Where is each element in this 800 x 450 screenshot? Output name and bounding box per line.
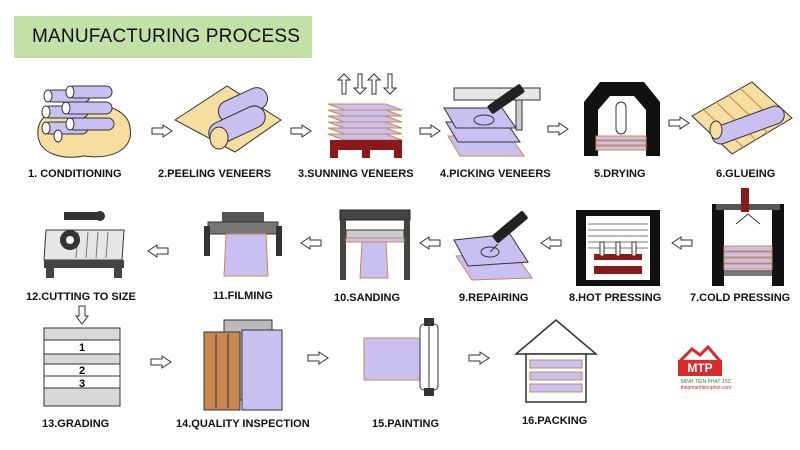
arrow-down-icon — [75, 305, 89, 325]
arrow-left-icon — [147, 244, 169, 258]
step-repairing-illustration — [453, 210, 538, 282]
step-label-cold-pressing: 7.COLD PRESSING — [690, 292, 791, 304]
step-painting-illustration — [363, 318, 444, 396]
arrow-left-icon — [540, 236, 562, 250]
arrow-left-icon — [419, 236, 441, 250]
step-packing-illustration — [513, 318, 599, 404]
title-banner: MANUFACTURING PROCESS — [14, 16, 312, 58]
arrow-right-icon — [290, 124, 312, 138]
step-label-painting: 15.PAINTING — [372, 418, 440, 430]
step-cold-pressing-illustration — [712, 188, 784, 288]
arrow-right-icon — [468, 351, 490, 365]
arrow-right-icon — [419, 124, 441, 138]
step-label-conditioning: 1. CONDITIONING — [28, 168, 122, 180]
step-filming-illustration — [204, 212, 282, 278]
logo-subtitle: MINH TIEN PHAT JSC — [680, 379, 732, 385]
step-label-quality-inspection: 14.QUALITY INSPECTION — [176, 418, 310, 430]
grade-number-3: 3 — [79, 378, 85, 390]
step-glueing-illustration — [691, 78, 796, 162]
step-label-cutting-to-size: 12.CUTTING TO SIZE — [26, 291, 136, 303]
grade-number-1: 1 — [79, 342, 85, 354]
arrow-right-icon — [150, 355, 172, 369]
step-label-filming: 11.FILMING — [213, 290, 273, 302]
step-label-drying: 5.DRYING — [594, 168, 646, 180]
arrow-right-icon — [307, 351, 329, 365]
step-label-grading: 13.GRADING — [42, 418, 110, 430]
step-quality-inspection-illustration — [203, 319, 284, 412]
step-label-packing: 16.PACKING — [522, 415, 588, 427]
step-label-glueing: 6.GLUEING — [716, 168, 776, 180]
step-label-sanding: 10.SANDING — [334, 292, 401, 304]
step-peeling-veneers-illustration — [174, 80, 285, 160]
step-label-peeling-veneers: 2.PEELING VENEERS — [158, 168, 272, 180]
step-sunning-veneers-illustration — [320, 73, 410, 160]
step-label-repairing: 9.REPAIRING — [459, 292, 529, 304]
step-picking-veneers-illustration — [443, 80, 548, 160]
arrow-left-icon — [671, 236, 693, 250]
step-label-picking-veneers: 4.PICKING VENEERS — [440, 168, 551, 180]
arrow-right-icon — [668, 116, 690, 130]
arrow-right-icon — [151, 124, 173, 138]
step-label-hot-pressing: 8.HOT PRESSING — [569, 292, 662, 304]
roof-logo-icon — [678, 345, 722, 361]
step-conditioning-illustration — [34, 76, 134, 160]
logo-text: MTP — [678, 360, 722, 376]
arrow-right-icon — [547, 122, 569, 136]
grade-number-2: 2 — [79, 365, 85, 377]
company-logo: MTP MINH TIEN PHAT JSC thepmanhtienphat.… — [664, 345, 744, 400]
logo-url: thepmanhtienphat.com — [680, 385, 732, 391]
step-drying-illustration — [582, 80, 664, 160]
step-sanding-illustration — [339, 209, 411, 280]
step-label-sunning-veneers: 3.SUNNING VENEERS — [298, 168, 414, 180]
page-title: MANUFACTURING PROCESS — [32, 26, 301, 47]
step-grading-illustration: 1 2 3 — [43, 327, 121, 408]
step-hot-pressing-illustration — [576, 210, 660, 288]
arrow-left-icon — [300, 236, 322, 250]
step-cutting-to-size-illustration — [42, 210, 126, 280]
